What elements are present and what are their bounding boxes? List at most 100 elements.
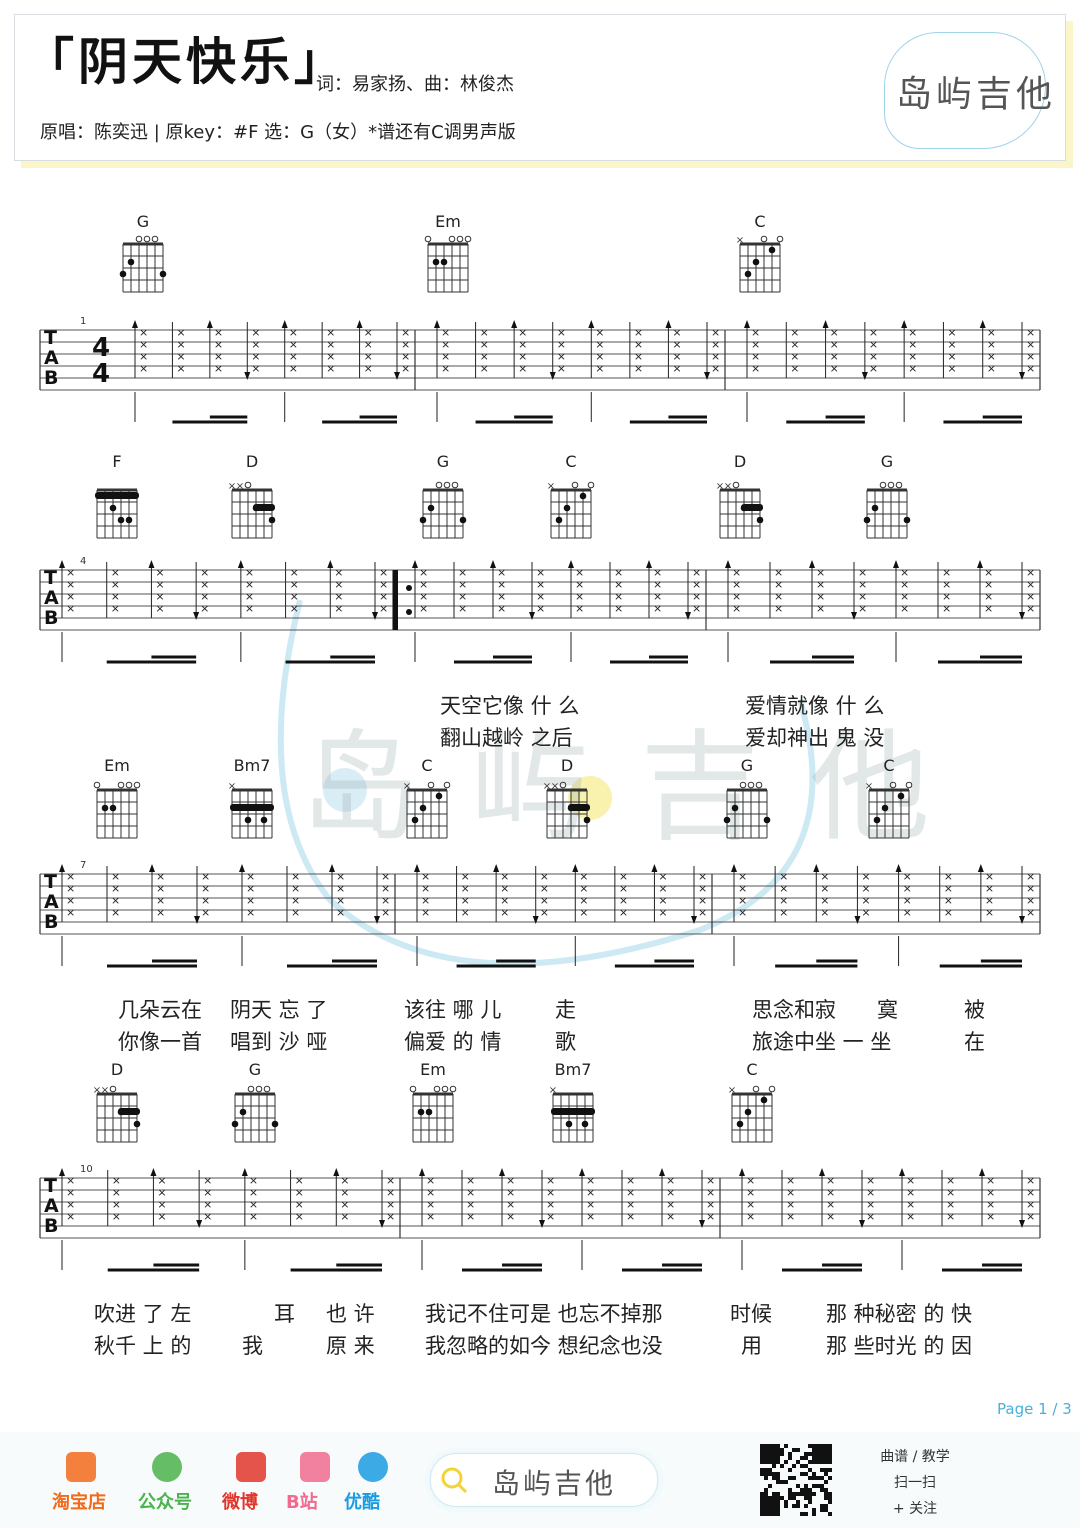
qr-module xyxy=(764,1496,768,1500)
qr-module xyxy=(772,1476,776,1480)
lyric-line: 寞 xyxy=(877,998,898,1022)
qr-module xyxy=(764,1444,768,1448)
chord-dot xyxy=(268,516,276,524)
qr-module xyxy=(772,1448,776,1452)
strum-down-arrow xyxy=(372,612,378,620)
social-link-label[interactable]: B站 xyxy=(286,1492,318,1513)
mute-x: × xyxy=(291,882,300,895)
taobao-icon[interactable] xyxy=(66,1452,96,1482)
mute-x: × xyxy=(816,590,825,603)
qr-module xyxy=(772,1464,776,1468)
mute-x: × xyxy=(858,566,867,579)
qr-module xyxy=(764,1500,768,1504)
qr-module xyxy=(784,1480,788,1484)
strum-up-arrow xyxy=(59,560,65,568)
mute-x: × xyxy=(334,590,343,603)
social-link-label[interactable]: 优酷 xyxy=(344,1492,380,1513)
mute-x: × xyxy=(706,1174,715,1187)
wechat-icon[interactable] xyxy=(152,1452,182,1482)
qr-module xyxy=(808,1476,812,1480)
social-link-label[interactable]: 淘宝店 xyxy=(52,1492,106,1513)
mute-x: × xyxy=(364,338,373,351)
mute-x: × xyxy=(658,906,667,919)
qr-module xyxy=(812,1444,816,1448)
measure-number: 10 xyxy=(80,1164,93,1175)
strum-up-arrow xyxy=(493,864,500,872)
mute-x: × xyxy=(942,590,951,603)
strum-up-arrow xyxy=(809,560,815,568)
strum-down-arrow xyxy=(193,612,200,620)
weibo-icon[interactable] xyxy=(236,1452,266,1482)
search-pill[interactable] xyxy=(430,1453,658,1507)
qr-module xyxy=(788,1488,792,1492)
qr-module xyxy=(768,1472,772,1476)
mute-x: × xyxy=(816,566,825,579)
mute-x: × xyxy=(246,870,255,883)
qr-module xyxy=(824,1468,828,1472)
qr-module xyxy=(800,1472,804,1476)
qr-module xyxy=(808,1460,812,1464)
chord-dot xyxy=(432,258,440,266)
strum-down-arrow xyxy=(704,372,710,380)
qr-module xyxy=(772,1496,776,1500)
strum-up-arrow xyxy=(333,1168,340,1176)
mute-x: × xyxy=(295,1186,304,1199)
lyric-line: 该往 哪 儿 xyxy=(404,998,502,1022)
mute-x: × xyxy=(786,1174,795,1187)
mute-x: × xyxy=(156,870,165,883)
strum-up-arrow xyxy=(646,560,652,568)
strum-down-arrow xyxy=(394,372,400,380)
qr-code-icon[interactable] xyxy=(760,1444,832,1516)
mute-x: × xyxy=(826,1210,835,1223)
lyric-line: 原 来 xyxy=(326,1334,375,1358)
mute-x: × xyxy=(381,906,390,919)
qr-module xyxy=(792,1496,796,1500)
strum-up-arrow xyxy=(659,1168,665,1176)
chord-open-mark xyxy=(133,781,141,789)
mute-x: × xyxy=(830,338,839,351)
mute-x: × xyxy=(291,870,300,883)
qr-module xyxy=(764,1460,768,1464)
mute-x: × xyxy=(869,362,878,375)
chord-barre xyxy=(230,804,274,811)
mute-x: × xyxy=(626,1210,635,1223)
chord-dot xyxy=(583,816,591,824)
mute-x: × xyxy=(66,578,75,591)
chord-dot xyxy=(863,516,871,524)
qr-module xyxy=(792,1464,796,1468)
mute-x: × xyxy=(379,566,388,579)
strum-up-arrow xyxy=(59,864,65,872)
mute-x: × xyxy=(540,882,549,895)
mute-x: × xyxy=(506,1174,515,1187)
mute-x: × xyxy=(466,1210,475,1223)
mute-x: × xyxy=(751,362,760,375)
mute-x: × xyxy=(546,1210,555,1223)
qr-module xyxy=(808,1452,812,1456)
logo-text: 岛屿吉他 xyxy=(896,74,1057,115)
strum-down-arrow xyxy=(691,916,697,924)
chord-open-mark xyxy=(117,781,125,789)
chord-dot xyxy=(231,1120,239,1128)
mute-x: × xyxy=(900,590,909,603)
youku-icon[interactable] xyxy=(358,1452,388,1482)
chord-dot xyxy=(159,270,167,278)
qr-module xyxy=(796,1492,800,1496)
strum-down-arrow xyxy=(244,372,251,380)
qr-module xyxy=(824,1488,828,1492)
chord-name: D xyxy=(110,1060,124,1079)
tab-clef-letter: B xyxy=(44,607,58,629)
qr-module xyxy=(804,1472,808,1476)
mute-x: × xyxy=(751,350,760,363)
social-link-label[interactable]: 公众号 xyxy=(138,1492,192,1513)
qr-module xyxy=(792,1476,796,1480)
mute-x: × xyxy=(1026,362,1035,375)
qr-module xyxy=(820,1504,824,1508)
mute-x: × xyxy=(947,362,956,375)
mute-x: × xyxy=(595,326,604,339)
mute-x: × xyxy=(774,578,783,591)
lyric-line: 耳 xyxy=(274,1302,295,1326)
qr-module xyxy=(804,1484,808,1488)
qr-module xyxy=(776,1444,780,1448)
social-link-label[interactable]: 微博 xyxy=(222,1492,258,1513)
bilibili-icon[interactable] xyxy=(300,1452,330,1482)
